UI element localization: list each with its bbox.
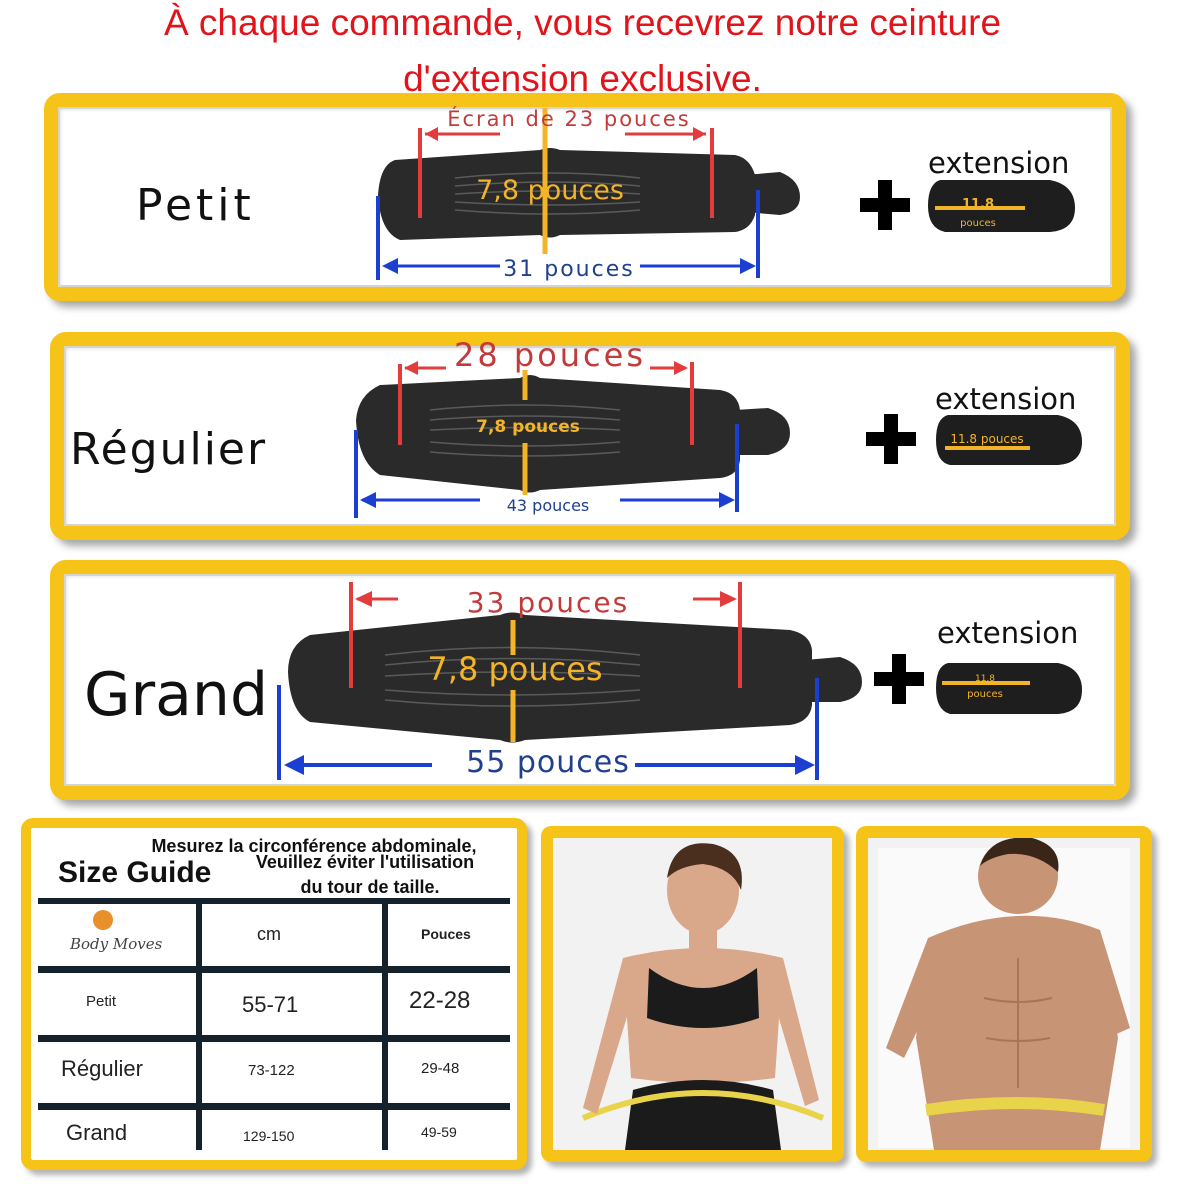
woman-photo-illustration — [553, 838, 832, 1150]
row-in-petit: 22-28 — [409, 987, 471, 1014]
row-label-regulier: Régulier — [61, 1056, 143, 1081]
size-guide-note-2: Veuillez éviter l'utilisation — [255, 852, 475, 872]
column-header-pouces: Pouces — [421, 926, 471, 942]
table-rule — [38, 966, 510, 973]
extension-label-petit: extension — [928, 146, 1070, 180]
man-measuring-waist-photo — [856, 826, 1152, 1162]
row-in-regulier: 29-48 — [421, 1060, 460, 1077]
extension-label-grand: extension — [937, 616, 1079, 650]
size-guide-note-3: du tour de taille. — [300, 877, 440, 897]
table-rule — [38, 898, 510, 904]
size-label-regulier: Régulier — [70, 424, 268, 475]
row-cm-petit: 55-71 — [242, 992, 299, 1017]
plus-icon — [860, 180, 910, 230]
size-label-petit: Petit — [136, 180, 255, 231]
row-label-grand: Grand — [66, 1120, 128, 1145]
row-cm-grand: 129-150 — [243, 1128, 295, 1144]
row-cm-regulier: 73-122 — [248, 1062, 295, 1079]
row-in-grand: 49-59 — [421, 1124, 457, 1140]
brand-logo-icon — [93, 910, 113, 930]
headline-line-1: À chaque commande, vous recevrez notre c… — [163, 2, 1002, 43]
plus-icon — [866, 414, 916, 464]
size-guide-note-1: Mesurez la circonférence abdominale, — [151, 836, 477, 856]
table-rule — [38, 1035, 510, 1042]
size-label-grand: Grand — [84, 660, 269, 730]
size-guide-title: Size Guide — [58, 856, 212, 889]
table-rule — [196, 898, 202, 1150]
table-rule — [382, 898, 388, 1150]
woman-measuring-waist-photo — [541, 826, 844, 1162]
column-header-cm: cm — [257, 924, 281, 944]
extension-label-regulier: extension — [935, 382, 1077, 416]
man-photo-illustration — [868, 838, 1140, 1150]
headline-line-2: d'extension exclusive. — [403, 58, 762, 99]
table-rule — [38, 1103, 510, 1110]
plus-icon — [874, 654, 924, 704]
size-guide-panel — [21, 818, 527, 1170]
row-label-petit: Petit — [86, 993, 117, 1010]
brand-name: Body Moves — [70, 935, 163, 953]
